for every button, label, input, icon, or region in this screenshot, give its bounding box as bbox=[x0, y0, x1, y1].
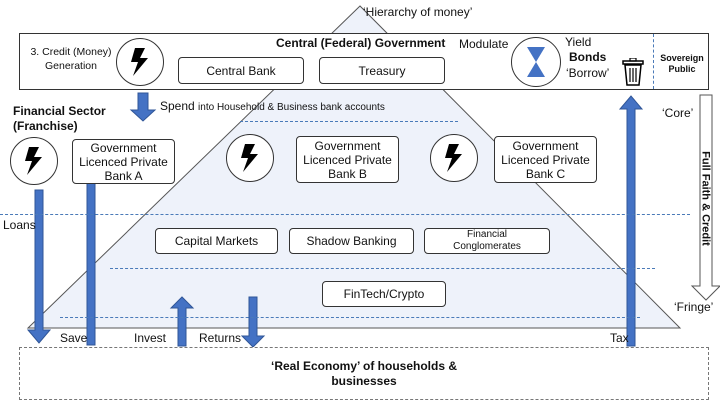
modulate-label: Modulate bbox=[459, 37, 509, 51]
bonds-label: Bonds bbox=[569, 50, 607, 64]
tier-line-3 bbox=[110, 268, 655, 269]
credit-generation-label: 3. Credit (Money) Generation bbox=[30, 46, 112, 72]
invest-arrow bbox=[169, 296, 195, 347]
tax-label: Tax bbox=[610, 331, 629, 345]
lightning-icon bbox=[241, 144, 258, 172]
tax-arrow bbox=[618, 95, 644, 347]
tier-line-2 bbox=[0, 214, 690, 215]
hierarchy-label: ‘Hierarchy of money’ bbox=[363, 5, 473, 19]
financial-conglomerates-box: Financial Conglomerates bbox=[424, 228, 550, 254]
returns-arrow bbox=[240, 296, 266, 348]
returns-label: Returns bbox=[199, 331, 242, 345]
bank-c-circle bbox=[430, 134, 478, 182]
tier-line-1 bbox=[240, 121, 458, 122]
real-economy-box: ‘Real Economy’ of households & businesse… bbox=[19, 347, 709, 400]
spend-label: Spend into Household & Business bank acc… bbox=[160, 100, 385, 114]
shadow-banking-box: Shadow Banking bbox=[289, 228, 414, 254]
loans-label: Loans bbox=[3, 218, 36, 232]
financial-sector-label: Financial Sector (Franchise) bbox=[13, 104, 106, 133]
lightning-icon bbox=[131, 48, 148, 76]
sovereign-public-label: Sovereign Public bbox=[660, 53, 704, 74]
spend-detail: into Household & Business bank accounts bbox=[198, 102, 385, 113]
fringe-label: ‘Fringe’ bbox=[674, 300, 714, 314]
real-economy-label: ‘Real Economy’ of households & businesse… bbox=[270, 358, 458, 388]
trash-icon bbox=[622, 58, 644, 86]
bank-b-circle bbox=[226, 134, 274, 182]
full-faith-credit-arrow bbox=[690, 94, 720, 301]
tier-line-4 bbox=[60, 317, 640, 318]
bank-a-box: Government Licenced Private Bank A bbox=[72, 139, 175, 184]
treasury-box: Treasury bbox=[319, 57, 445, 84]
full-faith-credit-label: Full Faith & Credit bbox=[699, 151, 712, 246]
bank-a-circle bbox=[10, 137, 58, 185]
save-label: Save bbox=[60, 331, 88, 345]
fintech-box: FinTech/Crypto bbox=[322, 281, 446, 307]
credit-generation-circle bbox=[116, 38, 164, 86]
sovereign-divider bbox=[653, 34, 654, 89]
invest-label: Invest bbox=[134, 331, 167, 345]
yield-circle bbox=[511, 37, 561, 87]
core-label: ‘Core’ bbox=[662, 106, 694, 120]
spend-arrow bbox=[129, 92, 157, 122]
bank-c-box: Government Licenced Private Bank C bbox=[494, 136, 597, 183]
borrow-label: ‘Borrow’ bbox=[566, 66, 610, 80]
central-bank-box: Central Bank bbox=[178, 57, 304, 84]
government-title: Central (Federal) Government bbox=[276, 36, 446, 50]
yield-label: Yield bbox=[565, 35, 592, 49]
hourglass-icon bbox=[527, 47, 545, 77]
loans-arrow bbox=[26, 189, 52, 344]
bank-b-box: Government Licenced Private Bank B bbox=[296, 136, 399, 183]
spend-word: Spend bbox=[160, 99, 195, 113]
lightning-icon bbox=[445, 144, 462, 172]
capital-markets-box: Capital Markets bbox=[155, 228, 278, 254]
lightning-icon bbox=[25, 147, 42, 175]
